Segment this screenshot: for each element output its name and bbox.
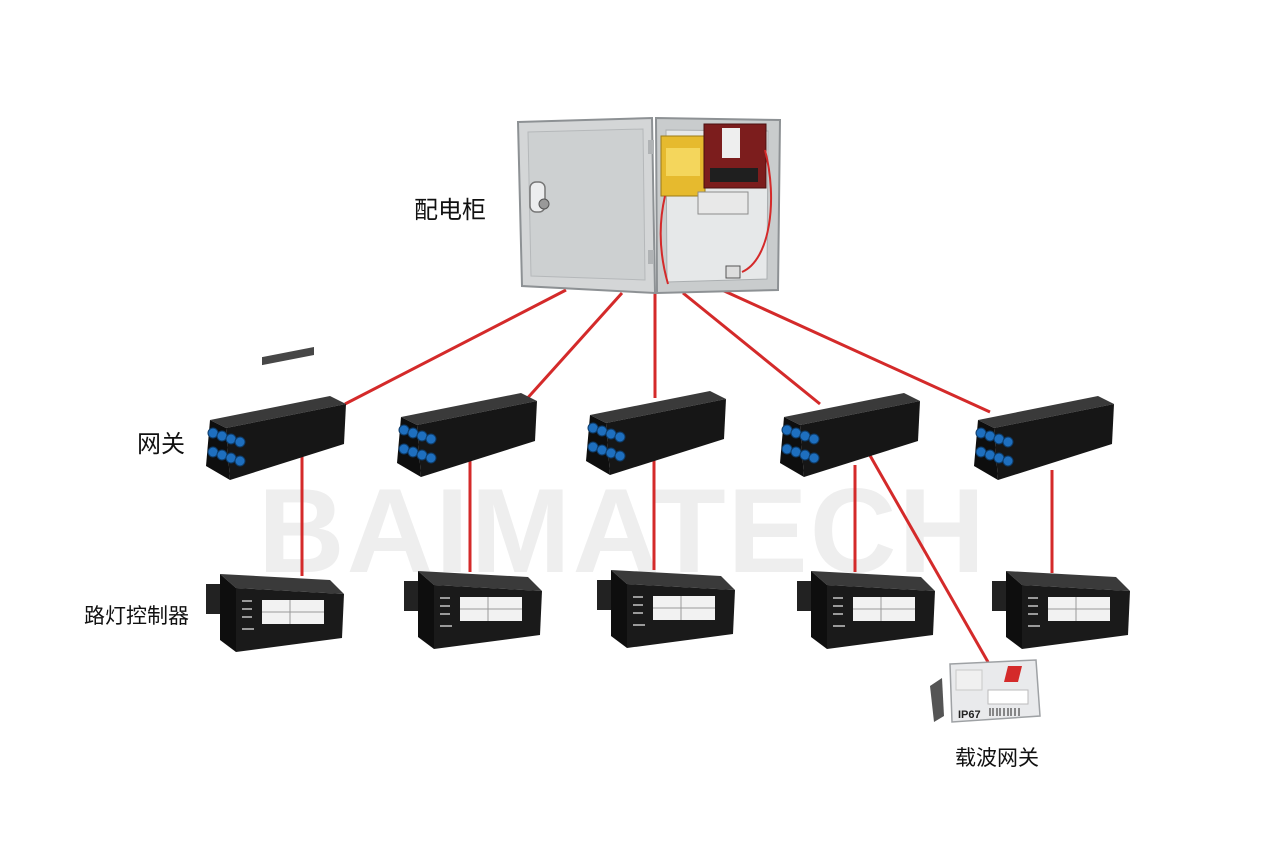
gateway-device-icon (206, 346, 346, 480)
carrier-gateway-label: 载波网关 (955, 746, 1039, 770)
gateway-device-icon (780, 393, 920, 477)
link-cabinet-gateway-4 (682, 291, 821, 406)
street-light-controller-icon (206, 574, 344, 652)
link-cabinet-gateway-5 (721, 288, 991, 414)
cabinet-label: 配电柜 (414, 196, 486, 224)
link-gateway-carrier (866, 451, 990, 663)
gateway-device-icon (586, 391, 726, 475)
controller-label: 路灯控制器 (84, 604, 189, 628)
distribution-cabinet-icon (516, 116, 782, 295)
carrier-gateway-icon: IP67 (930, 659, 1041, 723)
link-cabinet-gateway-1 (344, 288, 567, 406)
gateway-device-icon (397, 393, 537, 477)
street-light-controller-icon (597, 570, 735, 648)
gateway-label: 网关 (137, 430, 185, 458)
street-light-controller-icon (992, 571, 1130, 649)
connection-lines (300, 288, 1054, 663)
street-light-controller-icon (797, 571, 935, 649)
street-light-controller-icon (404, 571, 542, 649)
gateway-device-icon (974, 396, 1114, 480)
link-cabinet-gateway-2 (522, 291, 624, 404)
ip-rating-badge: IP67 (958, 709, 981, 721)
